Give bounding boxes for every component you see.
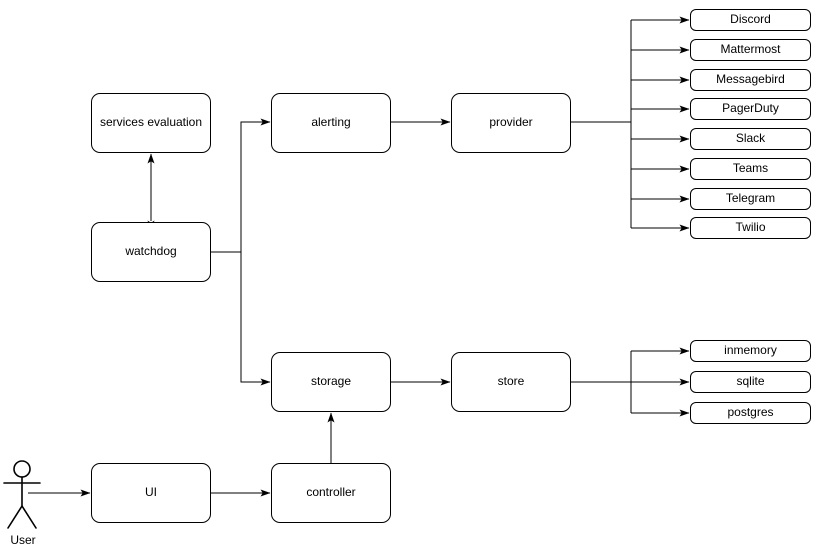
node-label: watchdog [125,244,177,259]
node-ui[interactable]: UI [91,463,211,523]
node-telegram[interactable]: Telegram [690,188,811,210]
node-label: services evaluation [99,115,203,130]
user-actor-figure [3,460,41,529]
node-store[interactable]: store [451,352,571,412]
node-label: Discord [730,12,771,27]
node-label: alerting [311,115,351,130]
edge-watchdog-to-storage [240,252,271,386]
node-label: store [497,374,525,389]
node-watchdog[interactable]: watchdog [91,222,211,282]
node-alerting[interactable]: alerting [271,93,391,153]
node-sqlite[interactable]: sqlite [690,371,811,393]
edge-watchdog-to-alerting [211,118,271,253]
node-messagebird[interactable]: Messagebird [690,69,811,91]
node-twilio[interactable]: Twilio [690,217,811,239]
node-label: Messagebird [716,72,785,87]
node-services-evaluation[interactable]: services evaluation [91,93,211,153]
node-label: Slack [735,131,766,146]
node-label: Mattermost [720,42,781,57]
node-label: postgres [727,405,774,420]
node-pagerduty[interactable]: PagerDuty [690,98,811,120]
node-mattermost[interactable]: Mattermost [690,39,811,61]
node-label: provider [489,115,533,130]
node-controller[interactable]: controller [271,463,391,523]
user-actor-label: User [10,533,36,547]
node-postgres[interactable]: postgres [690,402,811,424]
node-provider[interactable]: provider [451,93,571,153]
user-legs-icon [7,505,37,529]
node-label: PagerDuty [722,101,779,116]
node-label: inmemory [724,343,777,358]
node-discord[interactable]: Discord [690,9,811,31]
node-label: Twilio [735,220,766,235]
node-label: Teams [732,161,769,176]
user-head-icon [13,460,31,478]
node-teams[interactable]: Teams [690,158,811,180]
node-slack[interactable]: Slack [690,128,811,150]
node-inmemory[interactable]: inmemory [690,340,811,362]
node-label: UI [145,485,157,500]
node-label: sqlite [736,374,765,389]
node-label: Telegram [725,191,776,206]
node-label: controller [306,485,356,500]
node-label: storage [310,374,352,389]
node-storage[interactable]: storage [271,352,391,412]
